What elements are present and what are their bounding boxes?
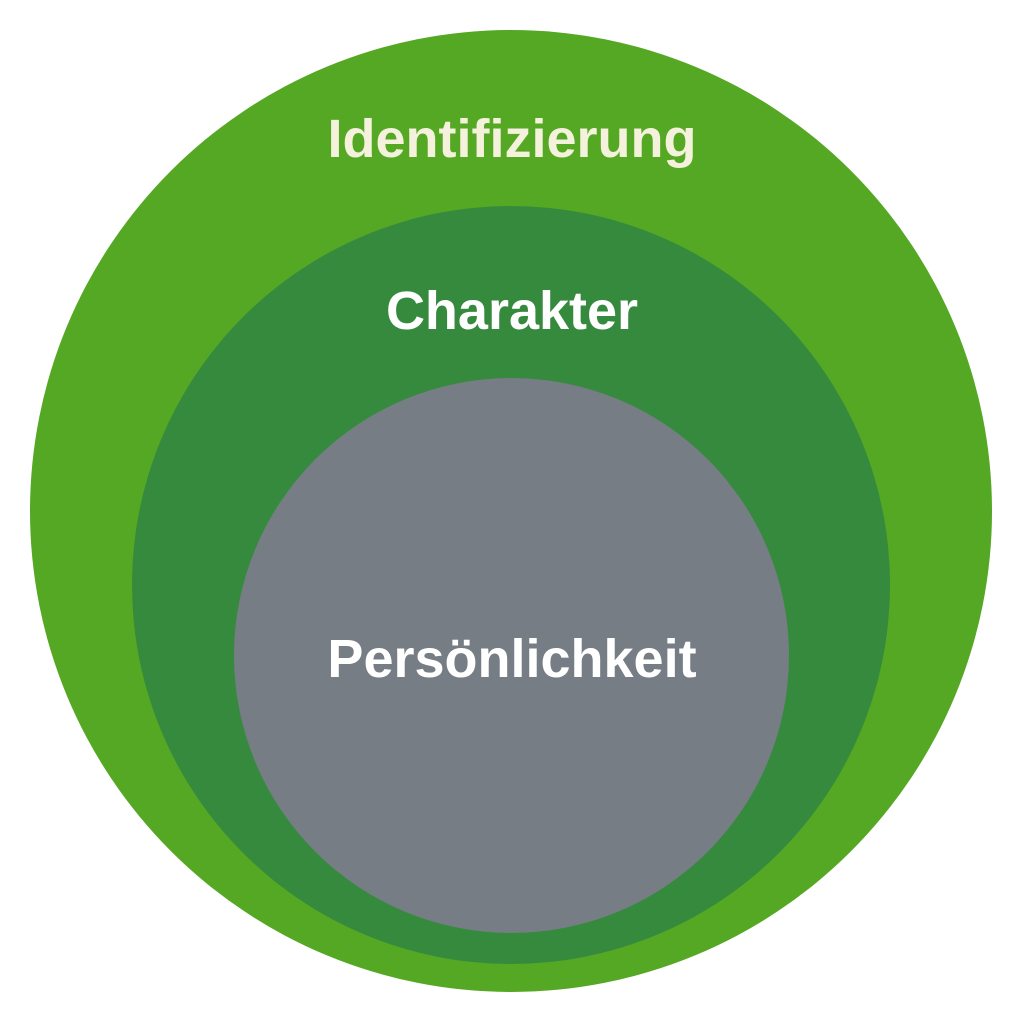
inner-circle-persoenlichkeit xyxy=(234,378,789,933)
label-charakter: Charakter xyxy=(385,281,639,341)
label-identifizierung: Identifizierung xyxy=(327,109,697,169)
label-persoenlichkeit: Persönlichkeit xyxy=(327,629,697,689)
